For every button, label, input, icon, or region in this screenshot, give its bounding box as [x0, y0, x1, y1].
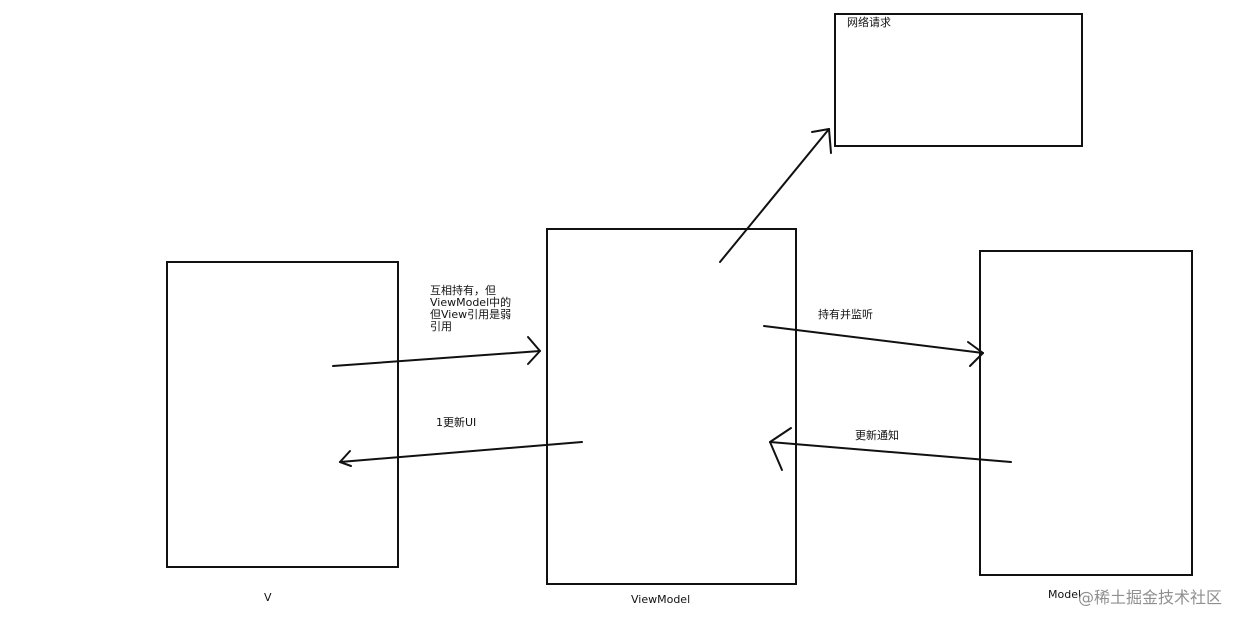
network-request-label: 网络请求: [847, 16, 891, 29]
model-box: [979, 250, 1193, 576]
mutual-hold-line-4: 引用: [430, 320, 452, 333]
mutual-hold-note: 互相持有，但 ViewModel中的 但View引用是弱 引用: [430, 285, 511, 333]
model-label: Model: [1048, 588, 1082, 601]
viewmodel-label: ViewModel: [631, 593, 691, 606]
arrowhead-network-1: [811, 128, 830, 133]
arrowhead-viewmodel-1: [527, 336, 541, 352]
arrowhead-network-2: [828, 128, 832, 154]
hold-and-listen-label: 持有并监听: [818, 308, 873, 321]
viewmodel-box: [546, 228, 797, 585]
network-request-box: [834, 13, 1083, 147]
update-notify-label: 更新通知: [855, 429, 899, 442]
mutual-hold-line-3: 但View引用是弱: [430, 308, 512, 321]
update-ui-label: 1更新UI: [436, 416, 477, 429]
arrow-model-to-viewmodel: [769, 441, 1012, 463]
mutual-hold-line-2: ViewModel中的: [430, 296, 512, 309]
arrowhead-viewmodel-2: [527, 350, 541, 365]
watermark: @稀土掘金技术社区: [1077, 588, 1222, 607]
v-label: V: [264, 591, 272, 604]
v-box: [166, 261, 399, 568]
mutual-hold-line-1: 互相持有，但: [430, 284, 496, 297]
